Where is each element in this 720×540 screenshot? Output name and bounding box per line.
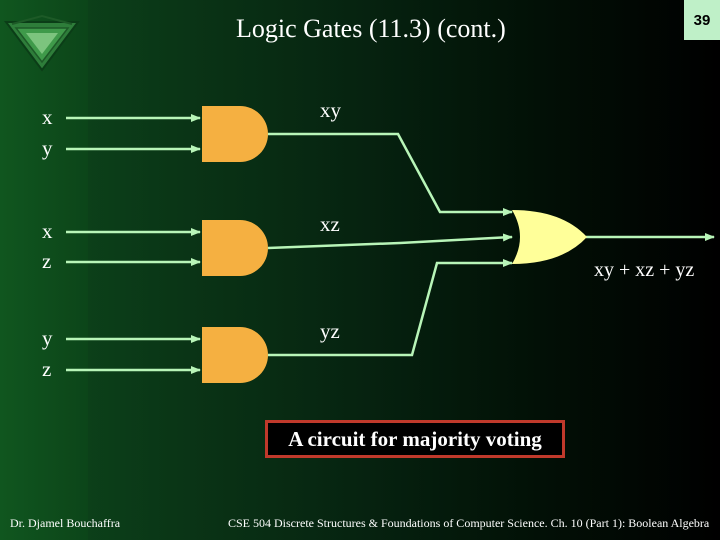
term-label-xz: xz	[320, 212, 340, 236]
slide-title: Logic Gates (11.3) (cont.)	[236, 14, 506, 43]
left-stripe	[0, 0, 88, 540]
input-label-x1: x	[42, 105, 53, 129]
input-label-y3: y	[42, 326, 53, 350]
and-gate-icon	[202, 327, 268, 383]
term-label-xy: xy	[320, 98, 341, 122]
input-label-x2: x	[42, 219, 53, 243]
footer-author: Dr. Djamel Bouchaffra	[10, 516, 121, 530]
wire-xy	[268, 132, 513, 216]
page-number: 39	[684, 0, 720, 40]
wire-yz	[268, 259, 513, 357]
term-label-yz: yz	[320, 319, 340, 343]
output-label: xy + xz + yz	[594, 259, 695, 281]
or-gate-icon	[512, 210, 587, 264]
circuit-caption: A circuit for majority voting	[265, 420, 565, 458]
input-label-y1: y	[42, 136, 53, 160]
and-gate-icon	[202, 220, 268, 276]
footer-course: CSE 504 Discrete Structures & Foundation…	[228, 516, 710, 530]
wire-xz	[267, 233, 513, 250]
triangle-logo-icon	[4, 14, 80, 72]
input-label-z2: z	[42, 249, 52, 273]
input-label-z3: z	[42, 357, 52, 381]
and-gate-icon	[202, 106, 268, 162]
